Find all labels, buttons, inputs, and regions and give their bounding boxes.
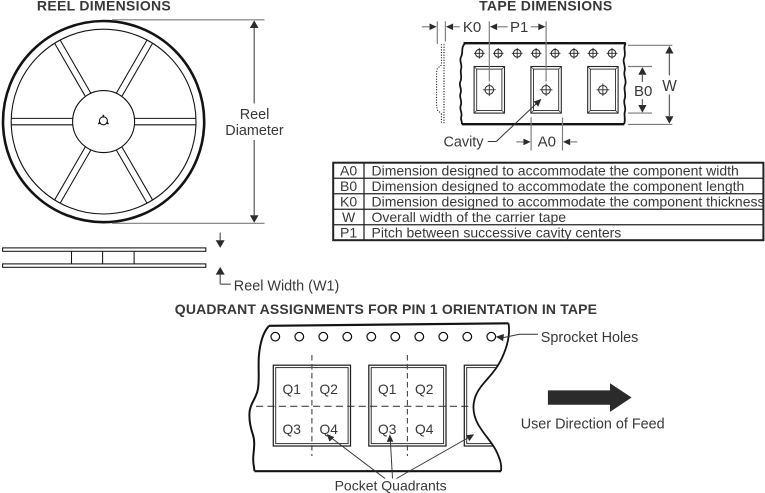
svg-text:Q1: Q1 [378, 382, 396, 397]
svg-text:Reel Width (W1): Reel Width (W1) [234, 278, 340, 294]
svg-text:Dimension designed to accommod: Dimension designed to accommodate the co… [372, 193, 765, 209]
svg-text:Reel: Reel [240, 107, 270, 123]
svg-text:K0: K0 [463, 19, 481, 36]
svg-text:User Direction of Feed: User Direction of Feed [521, 417, 665, 433]
svg-text:K0: K0 [340, 193, 357, 209]
svg-text:TAPE DIMENSIONS: TAPE DIMENSIONS [479, 0, 612, 13]
svg-text:W: W [662, 78, 677, 95]
svg-text:Q2: Q2 [415, 382, 433, 397]
svg-text:Q2: Q2 [319, 382, 337, 397]
svg-text:P1: P1 [340, 224, 357, 240]
svg-text:P1: P1 [510, 19, 528, 36]
svg-text:Q4: Q4 [319, 422, 338, 437]
svg-text:REEL DIMENSIONS: REEL DIMENSIONS [37, 0, 171, 13]
svg-text:QUADRANT ASSIGNMENTS FOR PIN 1: QUADRANT ASSIGNMENTS FOR PIN 1 ORIENTATI… [175, 301, 597, 317]
svg-text:W: W [342, 209, 356, 225]
svg-text:A0: A0 [340, 162, 357, 178]
svg-text:Q1: Q1 [282, 382, 300, 397]
svg-text:Q3: Q3 [282, 422, 301, 437]
svg-text:Diameter: Diameter [225, 123, 284, 139]
svg-text:Dimension designed to accommod: Dimension designed to accommodate the co… [372, 162, 739, 178]
svg-text:Q4: Q4 [415, 422, 434, 437]
svg-text:Sprocket Holes: Sprocket Holes [541, 330, 639, 346]
svg-text:Q3: Q3 [378, 422, 397, 437]
svg-text:B0: B0 [634, 83, 652, 100]
svg-text:Pitch between successive cavit: Pitch between successive cavity centers [372, 224, 622, 240]
svg-text:Cavity: Cavity [444, 134, 485, 150]
svg-text:Dimension designed to accommod: Dimension designed to accommodate the co… [372, 178, 745, 194]
svg-text:Overall width of the carrier t: Overall width of the carrier tape [372, 209, 567, 225]
svg-text:B0: B0 [340, 178, 357, 194]
svg-text:A0: A0 [538, 134, 556, 151]
svg-text:Pocket Quadrants: Pocket Quadrants [335, 477, 447, 493]
